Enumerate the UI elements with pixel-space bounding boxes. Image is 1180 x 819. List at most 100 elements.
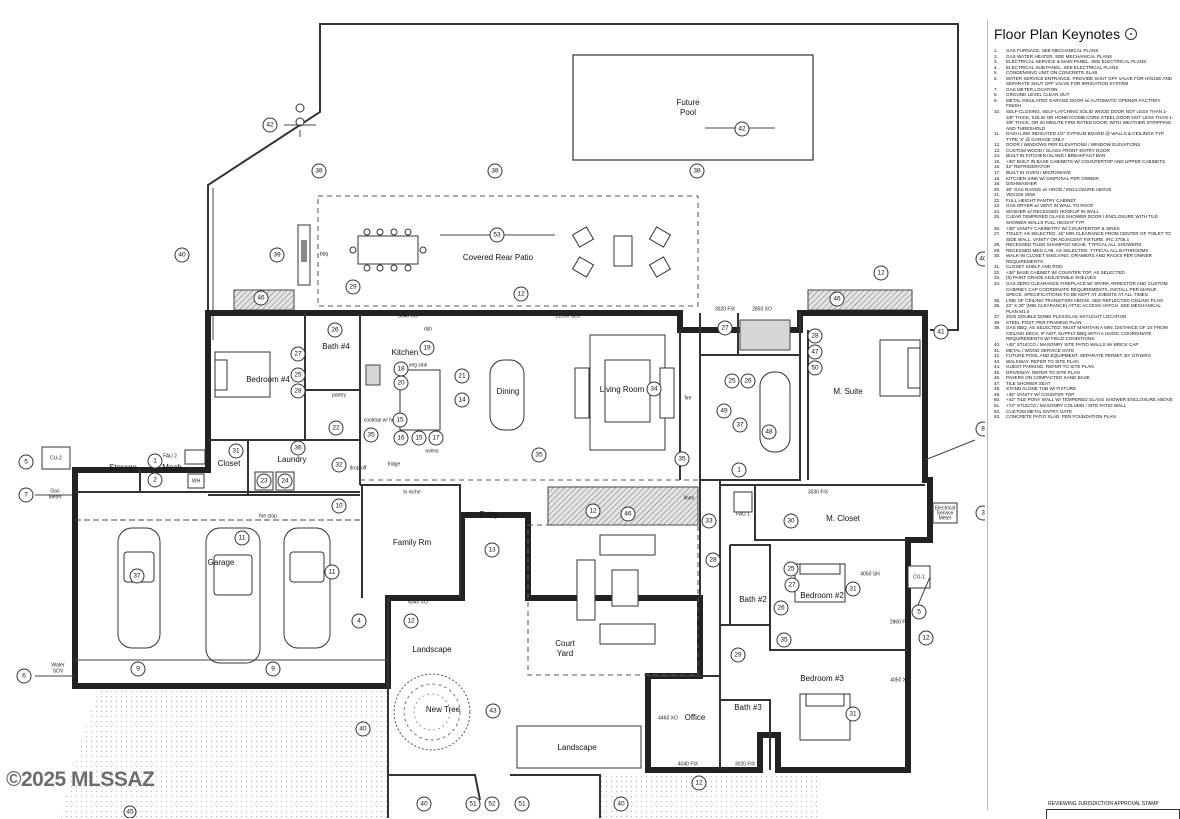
svg-text:3: 3 bbox=[981, 510, 985, 517]
keynote-text: KITCHEN SINK W/ DISPOSAL PER OWNER bbox=[1006, 175, 1099, 181]
bbq-grill-icon bbox=[297, 224, 311, 286]
keynote-bubble: 2 bbox=[147, 472, 163, 488]
keynote-text: GAS FURNACE. SEE MECHANICAL PLANS bbox=[1006, 48, 1099, 53]
keynote-number: 30. bbox=[994, 253, 1001, 259]
room-label-dining: Dining bbox=[497, 387, 520, 396]
keynote-bubble: 28 bbox=[705, 552, 721, 568]
keynote-text: TILE SHOWER SEAT bbox=[1006, 380, 1051, 386]
window-tag-2: 22090 SLD bbox=[555, 313, 580, 319]
keynote-text: DRIVEWAY. REFER TO SITE PLAN bbox=[1006, 369, 1080, 375]
svg-text:25: 25 bbox=[294, 372, 302, 379]
keynote-text: CUSTOM METAL ENTRY GATE bbox=[1006, 408, 1073, 414]
keynote-number: 8. bbox=[994, 92, 998, 98]
svg-text:46: 46 bbox=[257, 295, 265, 302]
svg-text:42: 42 bbox=[738, 126, 746, 133]
keynote-item: 40.+48" STUCCO / MASONRY SITE PATIO WALL… bbox=[994, 342, 1178, 348]
keynote-bubble: 27 bbox=[784, 577, 800, 593]
kitchen-island-icon bbox=[365, 364, 441, 431]
keynote-number: 47. bbox=[994, 380, 1001, 386]
keynote-item: 48.STAND ALONE TUB W/ FIXTURE bbox=[994, 386, 1178, 392]
keynote-item: 38.STEEL POST. PER FRAMING PLAN bbox=[994, 320, 1178, 326]
keynote-number: 38. bbox=[994, 319, 1001, 325]
driveway-area-right bbox=[600, 775, 820, 818]
room-label-office: Office bbox=[685, 713, 706, 722]
svg-text:38: 38 bbox=[693, 168, 701, 175]
svg-text:40: 40 bbox=[359, 726, 367, 733]
svg-text:32: 32 bbox=[335, 462, 343, 469]
window-tag-10: 4050 SH bbox=[860, 571, 880, 577]
keynote-bubble: 16 bbox=[393, 430, 409, 446]
room-label-bath2: Bath #2 bbox=[739, 595, 767, 604]
keynote-item: 30.WALK-IN CLOSET SHELVING, DRAWERS AND … bbox=[994, 253, 1178, 264]
keynote-item: 31.CLOSET SHELF AND ROD bbox=[994, 264, 1178, 270]
keynote-bubble: 15 bbox=[411, 430, 427, 446]
svg-text:15: 15 bbox=[396, 417, 404, 424]
room-label-fire: fire bbox=[685, 395, 692, 401]
keynote-number: 52. bbox=[994, 408, 1001, 414]
keynote-item: 35.LINE OF CEILING TRANSITION ABOVE. SEE… bbox=[994, 298, 1178, 304]
keynote-number: 51. bbox=[994, 403, 1001, 408]
cooktop-label: cooktop w/ hood bbox=[364, 417, 401, 423]
keynote-number: 21. bbox=[994, 192, 1001, 198]
keynote-item: 53.CONCRETE PATIO SLAB. PER FOUNDATION P… bbox=[994, 414, 1178, 420]
keynote-text: +48" STUCCO / MASONRY SITE PATIO WALLS W… bbox=[1006, 341, 1139, 347]
svg-text:46: 46 bbox=[624, 511, 632, 518]
keynote-number: 15. bbox=[994, 158, 1001, 164]
room-label-closet: Closet bbox=[218, 459, 241, 468]
keynote-bubble: 18 bbox=[393, 361, 409, 377]
keynote-number: 27. bbox=[994, 231, 1001, 237]
svg-text:12: 12 bbox=[589, 508, 597, 515]
keynote-bubble: 1 bbox=[731, 462, 747, 478]
keynote-text: RECESSED MED CAB. AS SELECTED. TYPICAL A… bbox=[1006, 247, 1149, 253]
svg-text:14: 14 bbox=[458, 397, 466, 404]
svg-text:25: 25 bbox=[787, 566, 795, 573]
svg-text:12: 12 bbox=[922, 635, 930, 642]
keynote-item: 2.GAS WATER HEATER. SEE MECHANICAL PLANS bbox=[994, 54, 1178, 60]
svg-text:48: 48 bbox=[765, 429, 773, 436]
svg-text:43: 43 bbox=[489, 708, 497, 715]
cu1-line bbox=[917, 576, 931, 606]
keynote-bubble: 26 bbox=[773, 600, 789, 616]
keynote-item: 7.GAS METER LOCATION bbox=[994, 87, 1178, 93]
svg-text:27: 27 bbox=[788, 582, 796, 589]
svg-text:22: 22 bbox=[332, 425, 340, 432]
keynote-text: SELF-CLOSING, SELF-LATCHING SOLID WOOD D… bbox=[1006, 109, 1174, 131]
keynote-item: 39.GAS BBQ, AS SELECTED. MUST MAINTAIN A… bbox=[994, 325, 1178, 342]
keynote-number: 4. bbox=[994, 64, 998, 70]
window-tag-1: 3040 XO bbox=[398, 313, 418, 319]
svg-text:20: 20 bbox=[397, 380, 405, 387]
keynote-number: 12. bbox=[994, 142, 1001, 148]
keynote-item: 19.DISHWASHER bbox=[994, 181, 1178, 187]
keynote-bubble: 35 bbox=[363, 427, 379, 443]
keynote-text: GAS DRYER w/ VENT IN WALL TO ROOF bbox=[1006, 203, 1094, 209]
room-label-storage: Storage bbox=[109, 463, 138, 472]
svg-text:52: 52 bbox=[488, 801, 496, 808]
svg-text:51: 51 bbox=[518, 801, 526, 808]
svg-text:40: 40 bbox=[979, 256, 985, 263]
svg-text:4: 4 bbox=[357, 618, 361, 625]
landscape-wall bbox=[387, 598, 601, 818]
keynote-bubble: 27 bbox=[717, 320, 733, 336]
keynote-item: 25.CLEAR TEMPERED GLASS SHOWER DOOR / EN… bbox=[994, 214, 1178, 225]
keynote-item: 15.+36" BUILT IN BASE CABINETS W/ COUNTE… bbox=[994, 159, 1178, 165]
fau2-label: FAU 2 bbox=[163, 453, 177, 459]
keynote-item: 18.KITCHEN SINK W/ DISPOSAL PER OWNER bbox=[994, 176, 1178, 182]
courtyard-dashed bbox=[527, 524, 699, 676]
keynote-bubble: 9 bbox=[265, 661, 281, 677]
svg-text:1: 1 bbox=[737, 467, 741, 474]
svg-text:11: 11 bbox=[329, 569, 336, 576]
keynote-item: 28.RECESSED TILED SHAMPOO NICHE. TYPICAL… bbox=[994, 242, 1178, 248]
svg-text:10: 10 bbox=[335, 503, 343, 510]
keynote-bubble: 42 bbox=[734, 121, 750, 137]
keynote-text: GAS ZERO CLEARANCE FIREPLACE W/ SPARK AR… bbox=[1006, 280, 1168, 298]
svg-text:19: 19 bbox=[423, 345, 431, 352]
keynote-bubble: 35 bbox=[776, 632, 792, 648]
keynote-text: WATER SERVICE ENTRANCE. PROVIDE SHUT OFF… bbox=[1006, 75, 1173, 87]
keynote-item: 41.METAL / WOOD SERVICE GATE bbox=[994, 348, 1178, 354]
keynote-bubble: 46 bbox=[620, 506, 636, 522]
keynote-bubble: 47 bbox=[807, 344, 823, 360]
keynote-text: +36" VANITY W/ COUNTER TOP bbox=[1006, 391, 1075, 397]
svg-text:6: 6 bbox=[22, 673, 26, 680]
keynote-bubble: 6 bbox=[16, 668, 32, 684]
water-sov-label-1: Water bbox=[51, 662, 64, 668]
